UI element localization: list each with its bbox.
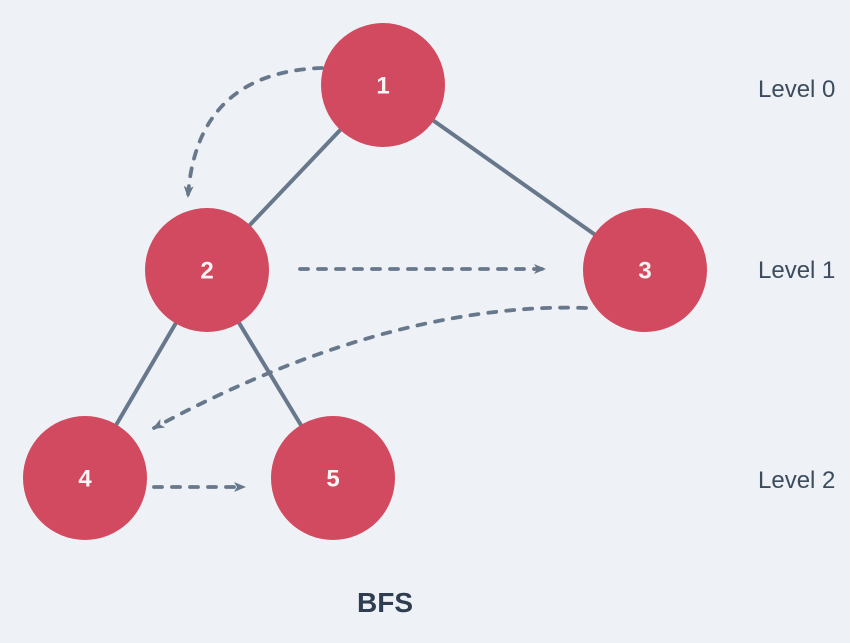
node-circle [23, 416, 147, 540]
node-label: 4 [78, 466, 92, 493]
node-circle [271, 416, 395, 540]
node-label: 5 [326, 466, 339, 493]
level-label-1: Level 1 [758, 257, 835, 284]
node-label: 2 [200, 258, 213, 285]
traversal-arrows [152, 66, 588, 492]
graph-node-4: 4 [23, 416, 147, 540]
level-label-0: Level 0 [758, 76, 835, 103]
graph-node-2: 2 [145, 208, 269, 332]
node-circle [321, 23, 445, 147]
diagram-title: BFS [357, 587, 413, 618]
level-labels: Level 0 Level 1 Level 2 [758, 76, 835, 494]
node-circle [145, 208, 269, 332]
node-circle [583, 208, 707, 332]
traversal-arrow-3-4 [152, 305, 588, 430]
graph-node-5: 5 [271, 416, 395, 540]
graph-node-3: 3 [583, 208, 707, 332]
graph-node-1: 1 [321, 23, 445, 147]
node-label: 1 [376, 73, 389, 100]
node-label: 3 [638, 258, 651, 285]
level-label-2: Level 2 [758, 467, 835, 494]
traversal-arrow-1-2 [183, 66, 324, 198]
